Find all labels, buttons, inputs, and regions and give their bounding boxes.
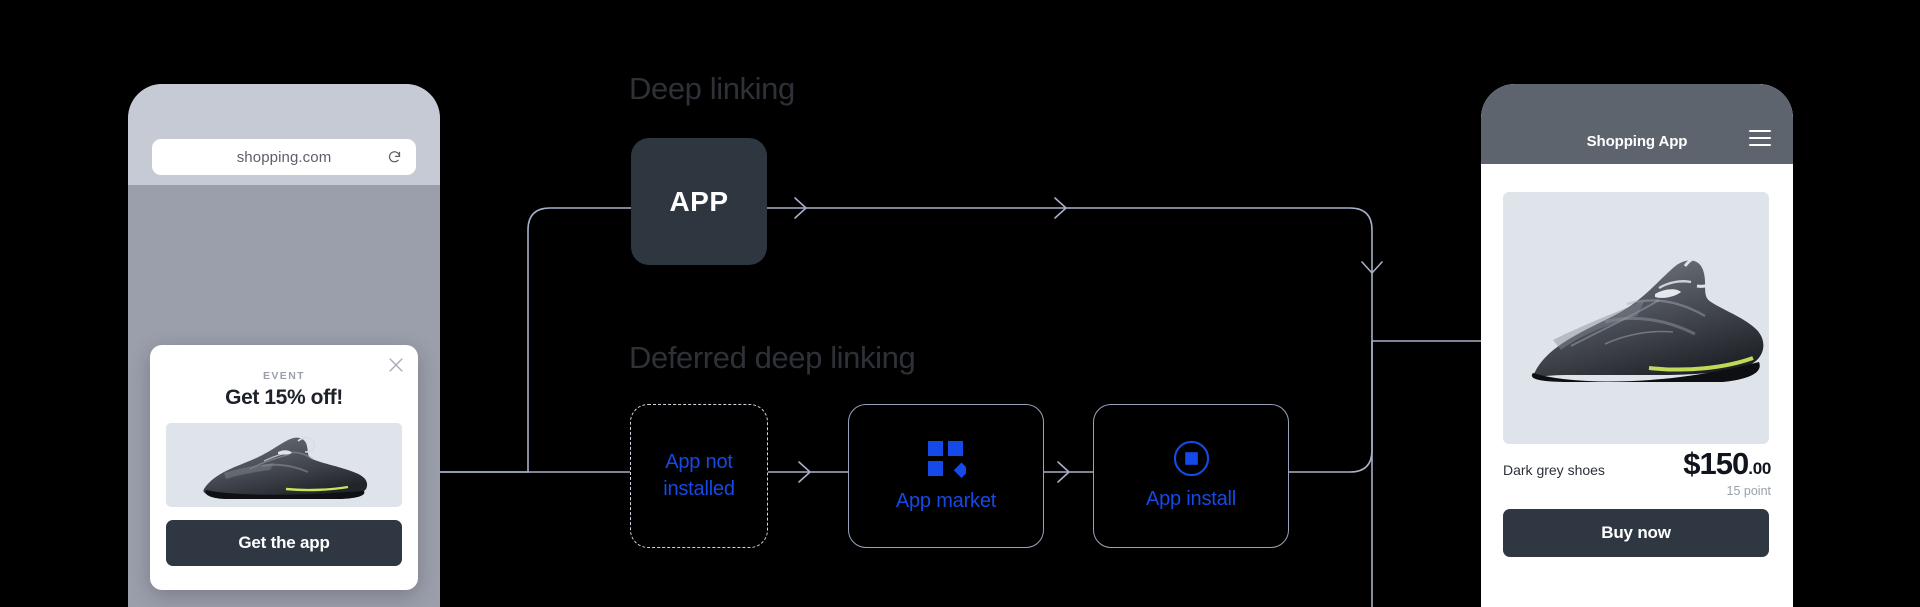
hamburger-menu-icon[interactable] [1749, 130, 1771, 148]
node-app-market-label: App market [895, 489, 997, 512]
shoe-illustration-large [1531, 255, 1764, 382]
product-name: Dark grey shoes [1503, 462, 1605, 478]
product-hero-image [1503, 192, 1769, 444]
node-app-market[interactable]: App market [848, 404, 1044, 548]
section-title-deferred-deep-linking: Deferred deep linking [629, 340, 916, 375]
browser-chrome: shopping.com [128, 84, 440, 185]
product-price: $150.00 [1683, 446, 1771, 482]
browser-phone: shopping.com EVENT Get 15% off! [128, 84, 440, 607]
product-points: 15 point [1726, 484, 1771, 498]
circle-square-icon [1173, 440, 1209, 477]
reload-icon[interactable] [387, 150, 402, 165]
app-title: Shopping App [1586, 133, 1688, 150]
close-icon[interactable] [386, 355, 406, 375]
section-title-deep-linking: Deep linking [629, 71, 795, 106]
buy-now-button[interactable]: Buy now [1503, 509, 1769, 557]
node-app-not-installed-label-line2: installed [663, 478, 735, 500]
shoe-illustration [203, 437, 368, 499]
price-main: $150 [1683, 446, 1749, 481]
app-header [1481, 84, 1793, 164]
node-app-not-installed[interactable]: App not installed [630, 404, 768, 548]
get-the-app-button[interactable]: Get the app [166, 520, 402, 566]
popup-headline: Get 15% off! [225, 386, 343, 409]
price-cents: .00 [1748, 459, 1771, 478]
url-bar[interactable]: shopping.com [152, 139, 416, 175]
url-text: shopping.com [236, 148, 332, 166]
app-phone: Shopping App [1481, 84, 1793, 607]
popup-eyebrow: EVENT [262, 370, 305, 382]
four-squares-icon [928, 440, 966, 478]
node-app-not-installed-label-line1: App not [665, 451, 733, 473]
node-app[interactable]: APP [631, 138, 767, 265]
node-app-label: APP [669, 185, 729, 217]
app-install-interstitial: EVENT Get 15% off! [150, 345, 418, 590]
popup-product-image [166, 423, 402, 507]
node-app-install[interactable]: App install [1093, 404, 1289, 548]
node-app-install-label: App install [1145, 488, 1237, 510]
browser-page-body: EVENT Get 15% off! [128, 185, 440, 607]
